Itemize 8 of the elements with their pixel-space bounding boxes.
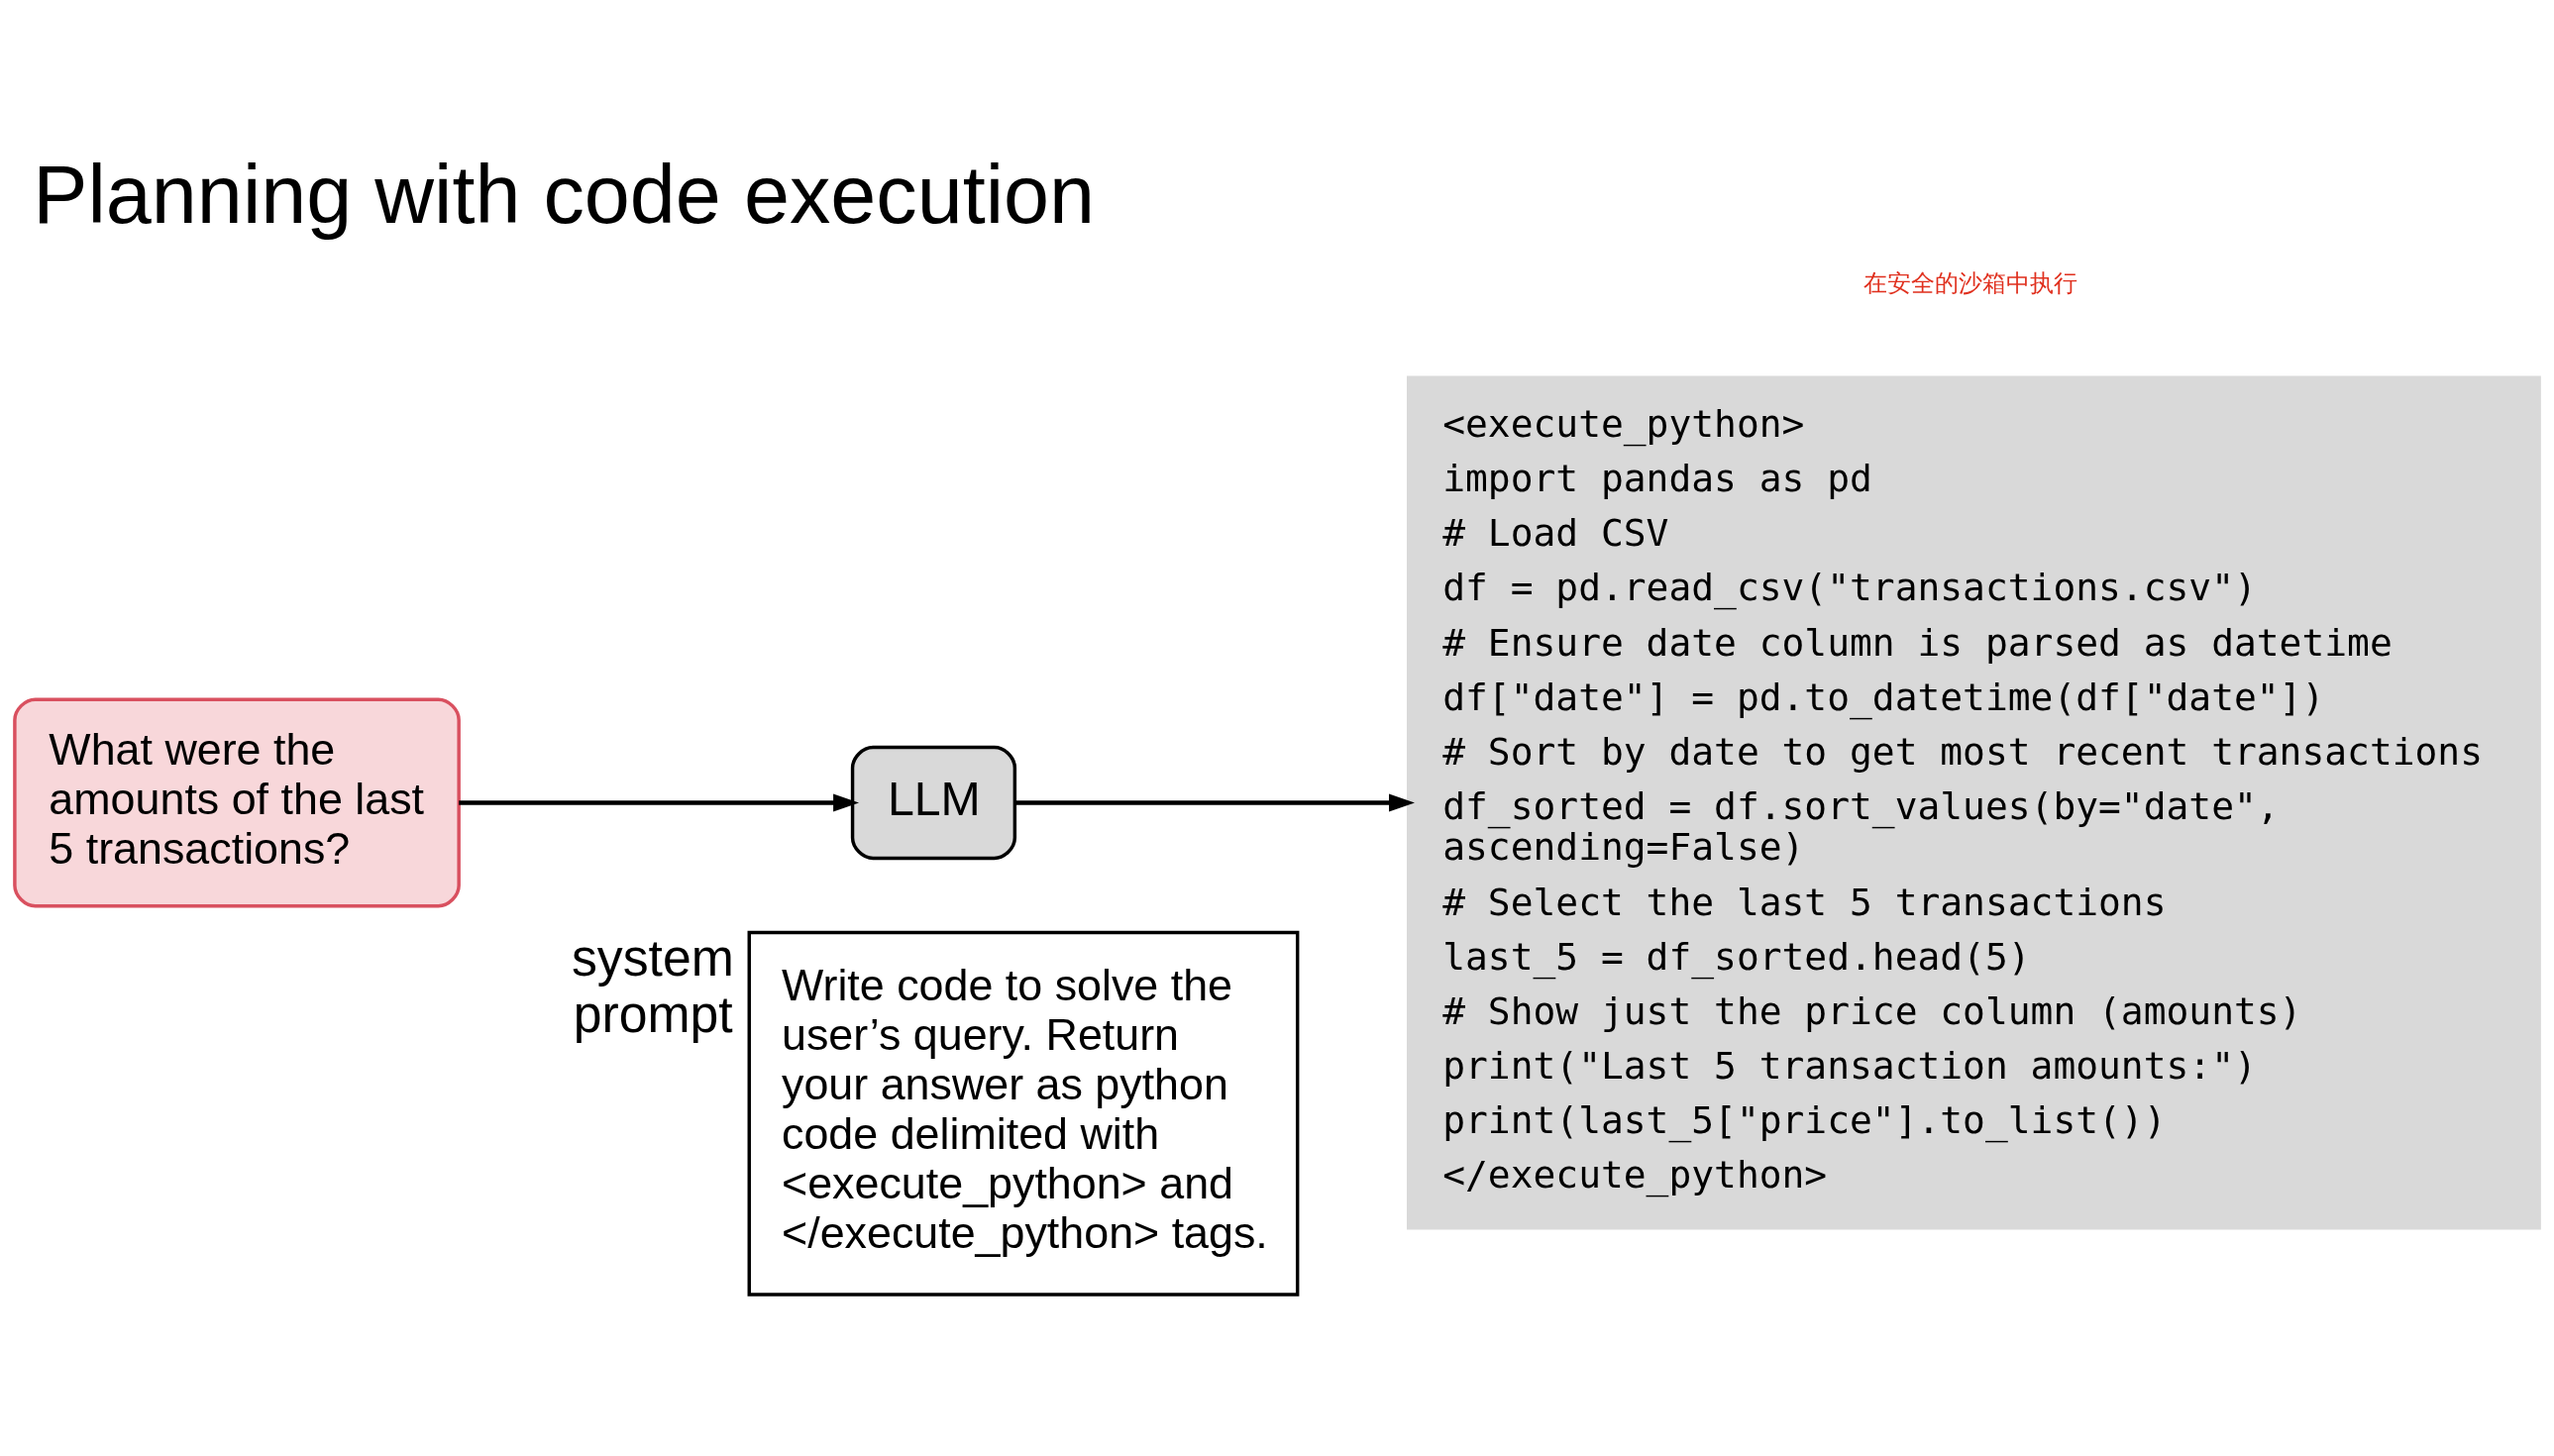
arrow: [1014, 792, 1415, 812]
node-box: LLM: [850, 745, 1017, 860]
label: 在安全的沙箱中执行: [1863, 268, 2078, 297]
node-label: system prompt: [571, 928, 734, 1043]
node-box: <execute_python> import pandas as pd # Load CSV df = pd.read_csv("transactions.csv") # Ensure date column is parsed as datetime df["date"] = pd.to_datetime(df["date"]) # Sort by date to get most recent transactions df_sorted = df.sort_values(by="date", ascending=False) # Select the last 5 transactions last_5 = df_sorted.head(5) # Show just the price column (amounts) print("Last 5 transaction amounts:") print(last_5["price"].to_list()) </execute_python>: [1407, 374, 2541, 1230]
diagram-title: Planning with code execution: [33, 148, 1096, 241]
node-box: What were the amounts of the last 5 transactions?: [13, 696, 461, 908]
arrow: [459, 792, 860, 812]
